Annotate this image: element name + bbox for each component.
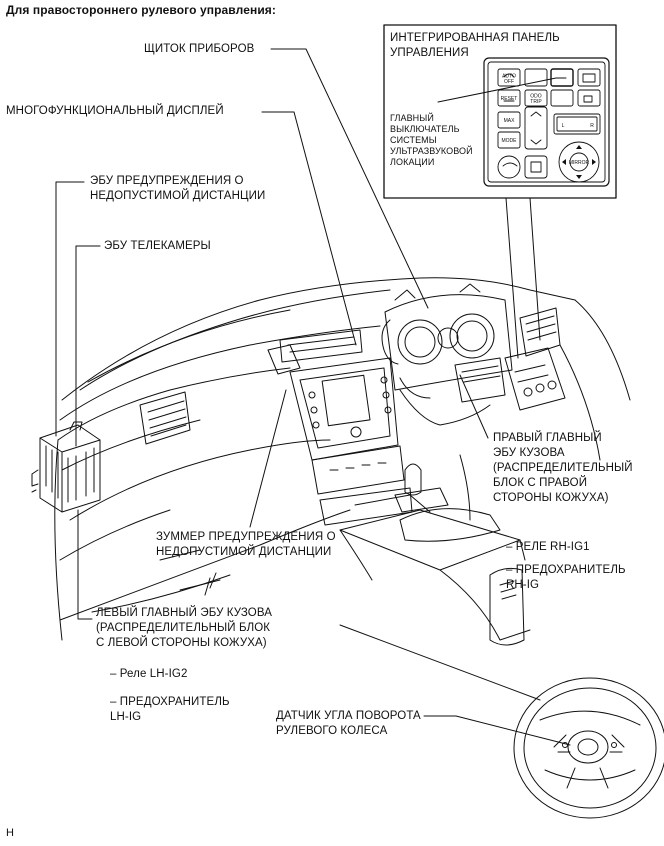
button-mirror-label: MIRROR bbox=[569, 160, 590, 166]
inset-frame bbox=[383, 24, 617, 199]
center-console bbox=[339, 463, 531, 641]
button-reset-label: RESET bbox=[501, 96, 518, 102]
center-stack bbox=[267, 329, 413, 526]
leader-rh-ecu bbox=[459, 374, 489, 439]
page-title: Для правостороннего рулевого управления: bbox=[6, 3, 276, 17]
leader-tv-camera bbox=[75, 245, 101, 447]
button-mode-label: MODE bbox=[502, 138, 518, 144]
instrument-cluster bbox=[381, 283, 513, 399]
leader-multi-display bbox=[261, 111, 357, 346]
button-max-label: MAX bbox=[504, 118, 516, 124]
right-control-panel-installed bbox=[504, 347, 566, 411]
label-instrument-panel: ЩИТОК ПРИБОРОВ bbox=[144, 43, 255, 55]
leader-instrument-panel bbox=[270, 48, 429, 309]
control-panel-illustration bbox=[483, 57, 610, 187]
button-l-label: L bbox=[562, 123, 565, 129]
label-fuse-lh-ig: – ПРЕДОХРАНИТЕЛЬ LH-IG bbox=[110, 696, 230, 723]
label-tv-camera-ecu: ЭБУ ТЕЛЕКАМЕРЫ bbox=[104, 240, 211, 252]
corner-mark: H bbox=[6, 827, 15, 839]
label-sonar-main-switch: ГЛАВНЫЙ ВЫКЛЮЧАТЕЛЬ СИСТЕМЫ УЛЬТРАЗВУКОВ… bbox=[390, 113, 473, 167]
dashboard-illustration bbox=[31, 277, 631, 646]
label-lh-main-body-ecu: ЛЕВЫЙ ГЛАВНЫЙ ЭБУ КУЗОВА (РАСПРЕДЕЛИТЕЛЬ… bbox=[96, 607, 272, 649]
label-integrated-panel: ИНТЕГРИРОВАННАЯ ПАНЕЛЬ УПРАВЛЕНИЯ bbox=[390, 32, 560, 59]
label-multi-display: МНОГОФУНКЦИОНАЛЬНЫЙ ДИСПЛЕЙ bbox=[6, 105, 224, 117]
label-steering-angle-sensor: ДАТЧИК УГЛА ПОВОРОТА РУЛЕВОГО КОЛЕСА bbox=[276, 710, 421, 737]
label-fuse-rh-ig: – ПРЕДОХРАНИТЕЛЬ RH-IG bbox=[506, 564, 626, 591]
label-clearance-buzzer: ЗУММЕР ПРЕДУПРЕЖДЕНИЯ О НЕДОПУСТИМОЙ ДИС… bbox=[156, 531, 336, 558]
leader-lh-ecu bbox=[77, 509, 93, 620]
button-r-label: R bbox=[590, 123, 594, 129]
label-relay-rh-ig1: – РЕЛЕ RH-IG1 bbox=[506, 541, 590, 553]
left-ecu-block bbox=[31, 421, 101, 513]
leader-clearance-ecu bbox=[55, 181, 85, 437]
leader-sonar-switch bbox=[437, 77, 557, 103]
label-relay-lh-ig2: – Реле LH-IG2 bbox=[110, 668, 188, 680]
leader-buzzer bbox=[249, 389, 287, 528]
label-rh-main-body-ecu: ПРАВЫЙ ГЛАВНЫЙ ЭБУ КУЗОВА (РАСПРЕДЕЛИТЕЛ… bbox=[493, 432, 633, 504]
leader-steering-sensor bbox=[423, 715, 571, 746]
steering-wheel-illustration bbox=[513, 677, 664, 819]
label-clearance-warning-ecu: ЭБУ ПРЕДУПРЕЖДЕНИЯ О НЕДОПУСТИМОЙ ДИСТАН… bbox=[90, 175, 266, 202]
